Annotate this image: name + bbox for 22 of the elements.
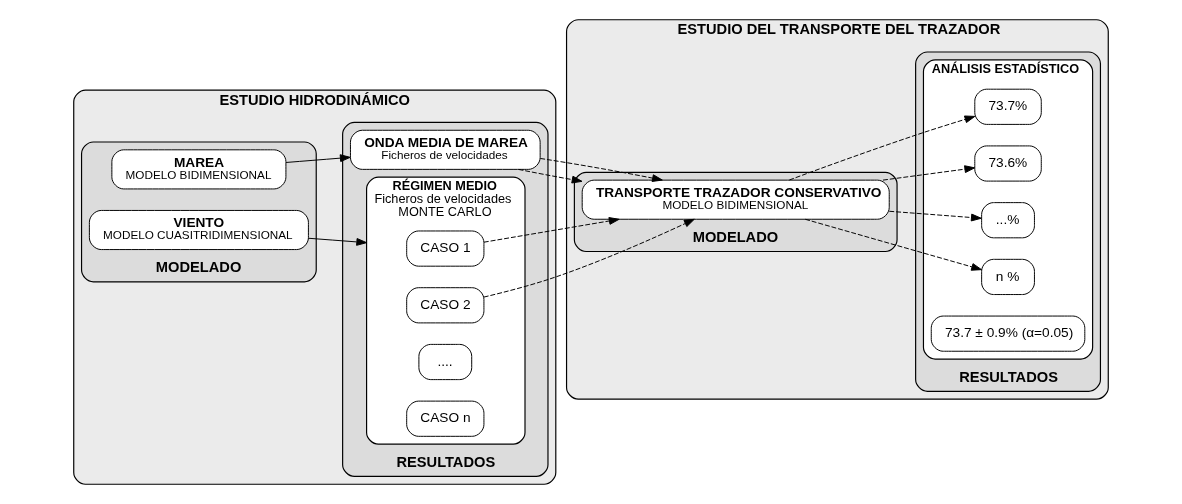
arrow <box>308 237 368 246</box>
arrow <box>285 154 351 163</box>
node-box: MAREA MODELO BIDIMENSIONAL <box>111 149 287 190</box>
node-box: 73.6% <box>974 145 1042 182</box>
node-box: TRANSPORTE TRAZADOR CONSERVATIVO MODELO BIDIMENSIONAL <box>581 179 890 220</box>
node-box: CASO 2 <box>406 287 485 324</box>
arrow <box>483 218 695 298</box>
node-box: ONDA MEDIA DE MAREA Ficheros de velocidades <box>349 129 541 170</box>
node-box: .... <box>418 343 473 381</box>
arrow <box>518 168 583 184</box>
node-box: VIENTO MODELO CUASITRIDIMENSIONAL <box>88 209 309 251</box>
node-box: CASO 1 <box>406 230 485 267</box>
arrow <box>888 210 982 222</box>
node-box: 73.7 ± 0.9% (α=0.05) <box>930 315 1086 352</box>
arrow <box>804 218 982 271</box>
arrow <box>788 115 976 181</box>
arrow <box>483 217 620 243</box>
node-box: n % <box>981 258 1035 296</box>
node-box: CASO n <box>406 400 485 437</box>
node-box: 73.7% <box>974 88 1042 125</box>
arrow <box>539 157 663 182</box>
node-box: ...% <box>981 202 1035 239</box>
